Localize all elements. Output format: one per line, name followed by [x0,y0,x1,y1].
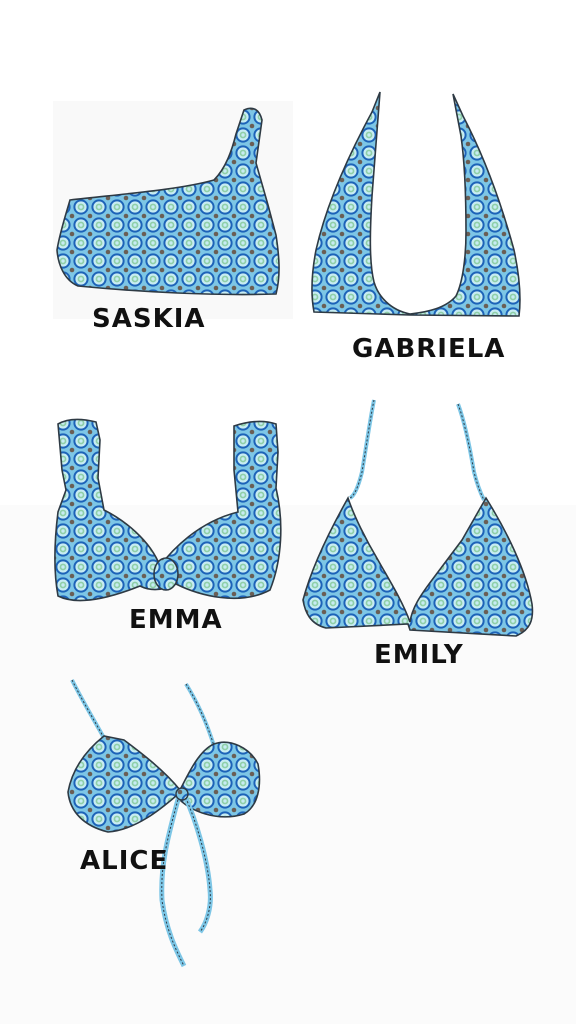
emily-top-illustration [302,399,534,637]
saskia-top-illustration [56,107,280,296]
style-label-gabriela: GABRIELA [352,334,506,364]
gabriela-top-illustration [311,91,521,317]
style-label-emma: EMMA [129,605,223,635]
emma-top-illustration [54,418,282,602]
style-label-alice: ALICE [80,846,169,876]
style-label-saskia: SASKIA [92,304,206,334]
alice-top-illustration [67,679,261,968]
style-label-emily: EMILY [374,640,464,670]
